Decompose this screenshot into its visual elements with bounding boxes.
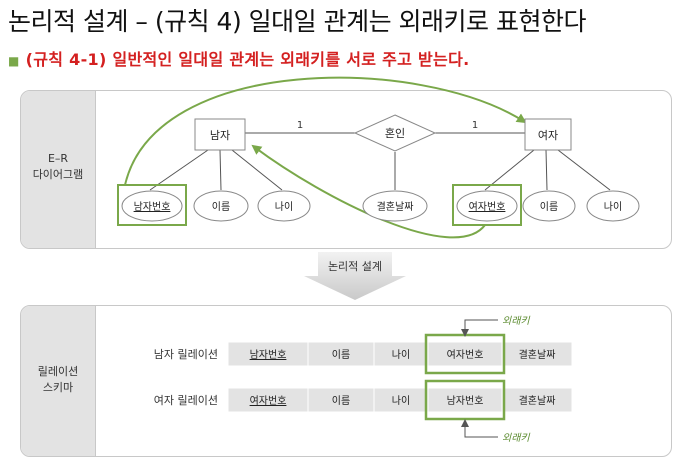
cell-female-fk: 남자번호 — [447, 395, 484, 407]
page-title: 논리적 설계 – (규칙 4) 일대일 관계는 외래키로 표현한다 — [8, 7, 587, 36]
attr-right-age: 나이 — [586, 190, 640, 222]
down-arrow-icon — [304, 252, 406, 300]
attr-right-age-label: 나이 — [604, 201, 622, 213]
attr-left-age: 나이 — [257, 190, 311, 222]
attr-left-key-label: 남자번호 — [134, 201, 171, 213]
cardinality-left: 1 — [297, 120, 303, 131]
attr-right-key-label: 여자번호 — [469, 201, 506, 213]
schema-panel-label: 릴레이션 스키마 — [37, 365, 79, 394]
transition-arrow: 논리적 설계 — [300, 252, 410, 300]
relation-row-male: 남자번호 이름 나이 여자번호 결혼날짜 — [227, 333, 573, 375]
attr-right-name: 이름 — [522, 190, 576, 222]
schema-panel: 릴레이션 스키마 — [20, 305, 672, 457]
relationship-diamond: 혼인 — [353, 114, 437, 152]
line-left-attr-1 — [149, 149, 209, 191]
cell-male-date: 결혼날짜 — [519, 348, 556, 361]
fk-label-bottom: 외래키 — [502, 432, 530, 444]
transition-label: 논리적 설계 — [327, 260, 383, 273]
schema-panel-side — [21, 306, 96, 456]
line-right-attr-2 — [545, 149, 548, 191]
attr-left-name: 이름 — [193, 190, 249, 222]
entity-right-label: 여자 — [538, 129, 558, 142]
cell-female-date: 결혼날짜 — [519, 394, 556, 407]
er-panel-side — [21, 91, 96, 248]
fk-callout-top — [461, 319, 498, 337]
cell-female-name: 이름 — [332, 395, 350, 407]
square-bullet-icon: ■ — [8, 54, 20, 68]
attr-relationship: 결혼날짜 — [362, 190, 428, 222]
line-right-attr-1 — [484, 149, 535, 191]
cell-male-pk: 남자번호 — [250, 349, 287, 361]
line-left-attr-2 — [219, 149, 222, 191]
entity-right: 여자 — [524, 118, 572, 151]
cell-male-fk: 여자번호 — [447, 349, 484, 361]
er-diagram-panel: E–R 다이어그램 — [20, 90, 672, 249]
attr-left-age-label: 나이 — [275, 201, 293, 213]
relation-name-male: 남자 릴레이션 — [154, 348, 218, 361]
fk-callout-bottom — [461, 419, 498, 438]
cardinality-right: 1 — [472, 120, 478, 131]
er-connectors — [149, 132, 611, 191]
subtitle-text: (규칙 4-1) 일반적인 일대일 관계는 외래키를 서로 주고 받는다. — [25, 50, 470, 69]
attr-right-name-label: 이름 — [540, 201, 558, 213]
page-subtitle: ■ (규칙 4-1) 일반적인 일대일 관계는 외래키를 서로 주고 받는다. — [8, 46, 469, 70]
entity-left-label: 남자 — [210, 129, 230, 142]
cell-male-name: 이름 — [332, 349, 350, 361]
cell-female-pk: 여자번호 — [250, 395, 287, 407]
attr-relationship-label: 결혼날짜 — [377, 200, 414, 213]
attr-left-name-label: 이름 — [212, 201, 230, 213]
cell-male-age: 나이 — [392, 349, 410, 361]
relation-row-female: 여자번호 이름 나이 남자번호 결혼날짜 — [227, 379, 573, 421]
er-panel-label: E–R 다이어그램 — [32, 152, 84, 181]
relationship-label: 혼인 — [385, 127, 405, 140]
entity-left: 남자 — [194, 118, 246, 151]
line-right-attr-3 — [557, 149, 611, 191]
fk-label-top: 외래키 — [502, 315, 530, 327]
fk-curve-left-to-right — [124, 76, 527, 186]
attr-left-key: 남자번호 — [117, 184, 187, 226]
relation-name-female: 여자 릴레이션 — [154, 394, 218, 407]
cell-female-age: 나이 — [392, 395, 410, 407]
line-left-attr-3 — [231, 149, 283, 191]
attr-right-key: 여자번호 — [452, 184, 522, 226]
